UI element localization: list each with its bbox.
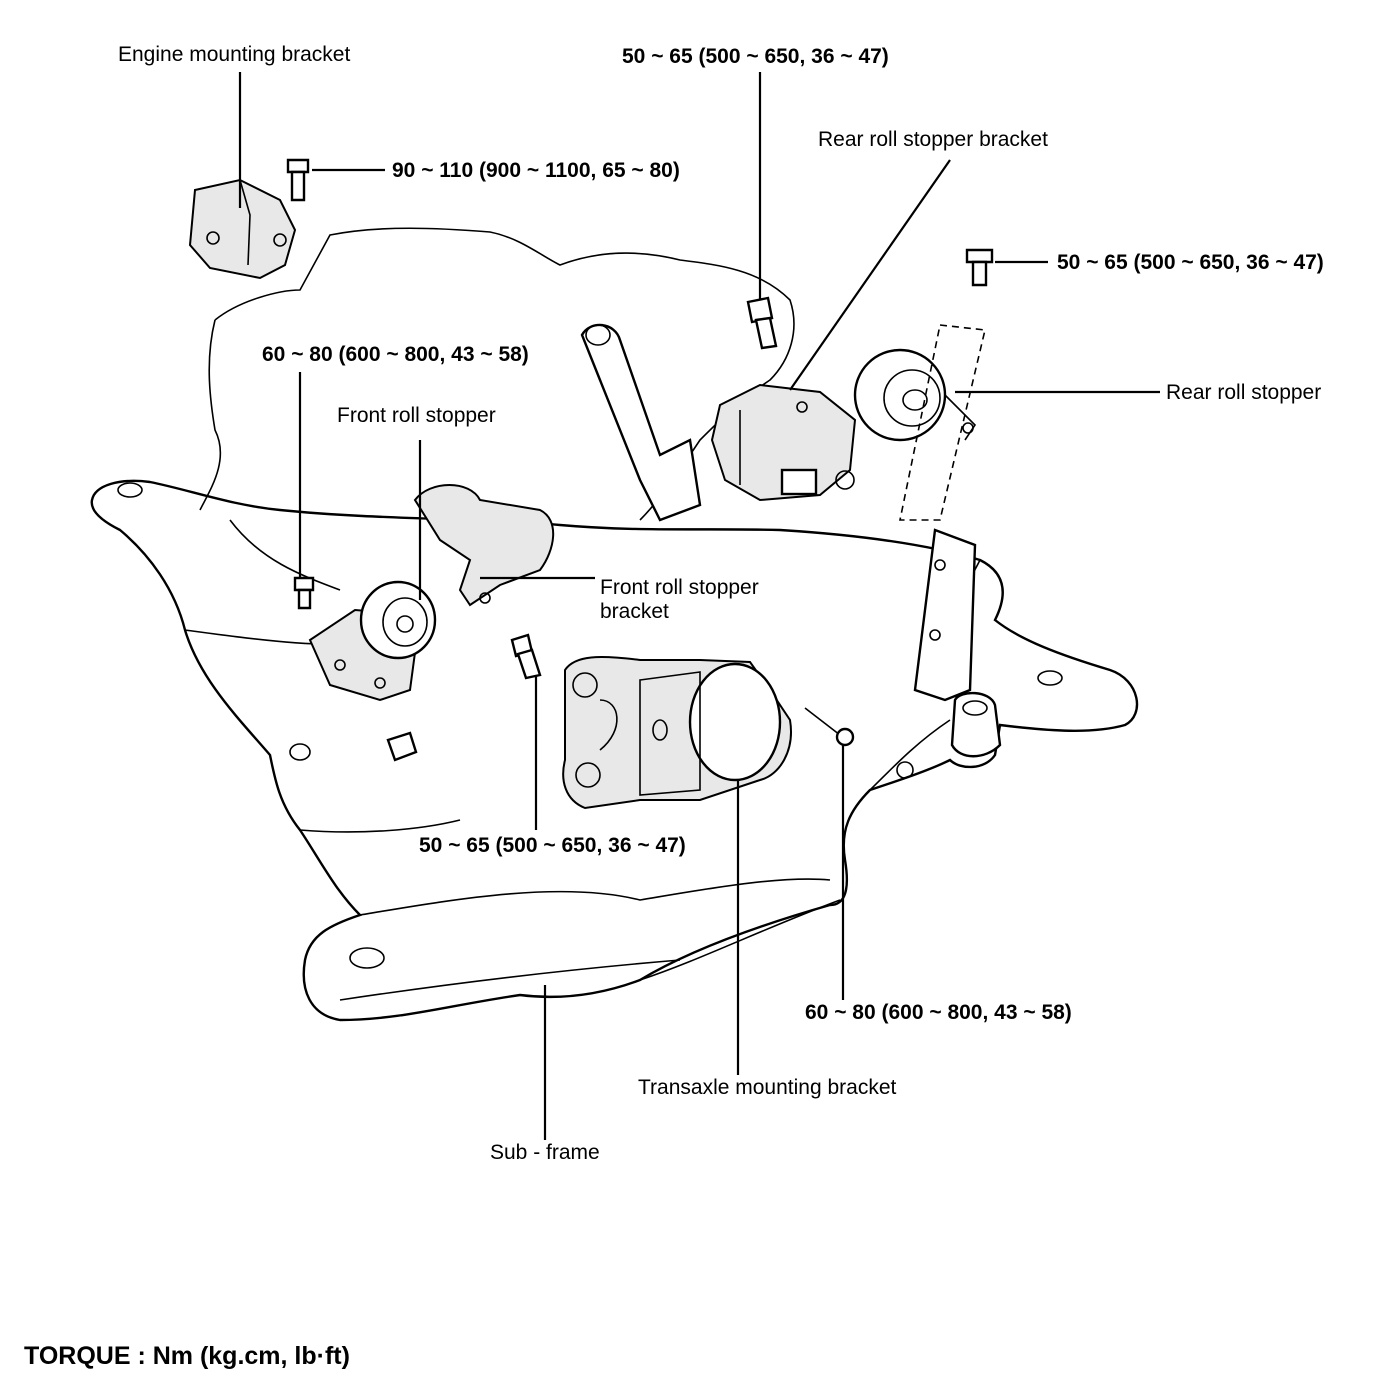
engine-outline <box>199 227 795 521</box>
label-torque-front-stopper: 60 ~ 80 (600 ~ 800, 43 ~ 58) <box>262 343 529 366</box>
right-upright <box>913 528 977 702</box>
top-center-bolt <box>746 296 778 350</box>
rear-roll-stopper-drawing <box>853 348 977 442</box>
rear-stopper-bolt <box>804 707 855 747</box>
label-torque-top-center: 50 ~ 65 (500 ~ 650, 36 ~ 47) <box>622 45 889 68</box>
label-rear-roll-stopper-bracket: Rear roll stopper bracket <box>818 128 1048 151</box>
front-arm <box>580 323 702 522</box>
transaxle-bracket-bolt <box>510 633 542 680</box>
label-torque-transaxle-bolt: 50 ~ 65 (500 ~ 650, 36 ~ 47) <box>419 834 686 857</box>
front-roll-stopper-bracket-drawing <box>413 484 555 607</box>
transaxle-mounting-bracket-drawing <box>562 656 792 810</box>
right-bolt <box>899 248 994 521</box>
label-sub-frame: Sub - frame <box>490 1141 600 1164</box>
right-mount-pad <box>950 691 1002 758</box>
torque-units-note: TORQUE : Nm (kg.cm, lb·ft) <box>24 1342 350 1370</box>
label-front-roll-stopper: Front roll stopper <box>337 404 496 427</box>
rear-roll-stopper-bracket-drawing <box>710 383 857 502</box>
label-front-roll-stopper-bracket: Front roll stopper bracket <box>600 576 759 623</box>
label-transaxle-mounting-bracket: Transaxle mounting bracket <box>638 1076 897 1099</box>
label-torque-rear-stopper: 60 ~ 80 (600 ~ 800, 43 ~ 58) <box>805 1001 1072 1024</box>
engine-mounting-bracket-drawing <box>188 178 297 280</box>
front-stopper-bolt <box>293 576 418 762</box>
label-engine-mounting-bracket: Engine mounting bracket <box>118 43 351 66</box>
label-torque-right-bolt: 50 ~ 65 (500 ~ 650, 36 ~ 47) <box>1057 251 1324 274</box>
engine-bracket-bolt <box>286 158 310 202</box>
leader-lines <box>238 72 1160 1140</box>
label-rear-roll-stopper: Rear roll stopper <box>1166 381 1322 404</box>
front-roll-stopper-drawing <box>308 580 437 702</box>
label-torque-engine-bracket-bolt: 90 ~ 110 (900 ~ 1100, 65 ~ 80) <box>392 159 680 182</box>
